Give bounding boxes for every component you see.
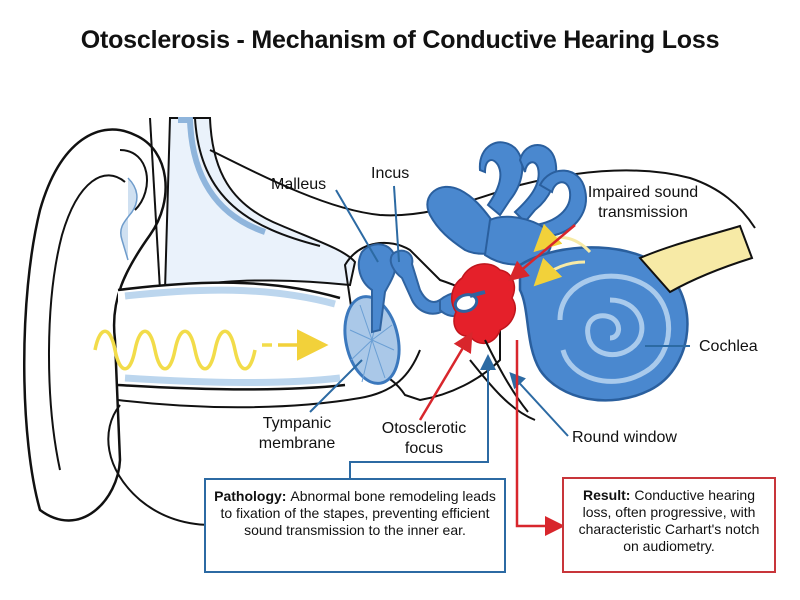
label-otosclerotic-focus: Otosclerotic focus bbox=[381, 420, 467, 457]
tympanic-membrane bbox=[343, 295, 401, 385]
label-malleus: Malleus bbox=[271, 176, 327, 193]
semicircular-canals bbox=[426, 141, 587, 266]
label-incus: Incus bbox=[371, 165, 410, 182]
pathology-text: Abnormal bone remodeling leads to fixati… bbox=[220, 488, 496, 538]
label-impaired-transmission: Impaired sound transmission bbox=[587, 184, 699, 221]
result-text: Conductive hearing loss, often progressi… bbox=[578, 487, 760, 554]
leader-lines bbox=[309, 185, 690, 536]
result-callout: Result: Conductive hearing loss, often p… bbox=[562, 477, 776, 573]
sound-wave bbox=[93, 329, 329, 371]
page-title: Otosclerosis - Mechanism of Conductive H… bbox=[80, 26, 720, 54]
label-cochlea: Cochlea bbox=[699, 338, 758, 355]
temporal-bone bbox=[163, 117, 357, 292]
malleus-bone bbox=[357, 243, 397, 334]
outer-ear bbox=[23, 128, 167, 522]
label-round-window: Round window bbox=[572, 429, 677, 446]
cochlear-nerve bbox=[638, 224, 754, 294]
otosclerotic-focus bbox=[450, 263, 516, 345]
pathology-heading: Pathology: bbox=[214, 488, 291, 504]
result-heading: Result: bbox=[583, 487, 635, 503]
label-tympanic-membrane: Tympanic membrane bbox=[258, 415, 336, 452]
pathology-callout: Pathology: Abnormal bone remodeling lead… bbox=[204, 478, 506, 573]
